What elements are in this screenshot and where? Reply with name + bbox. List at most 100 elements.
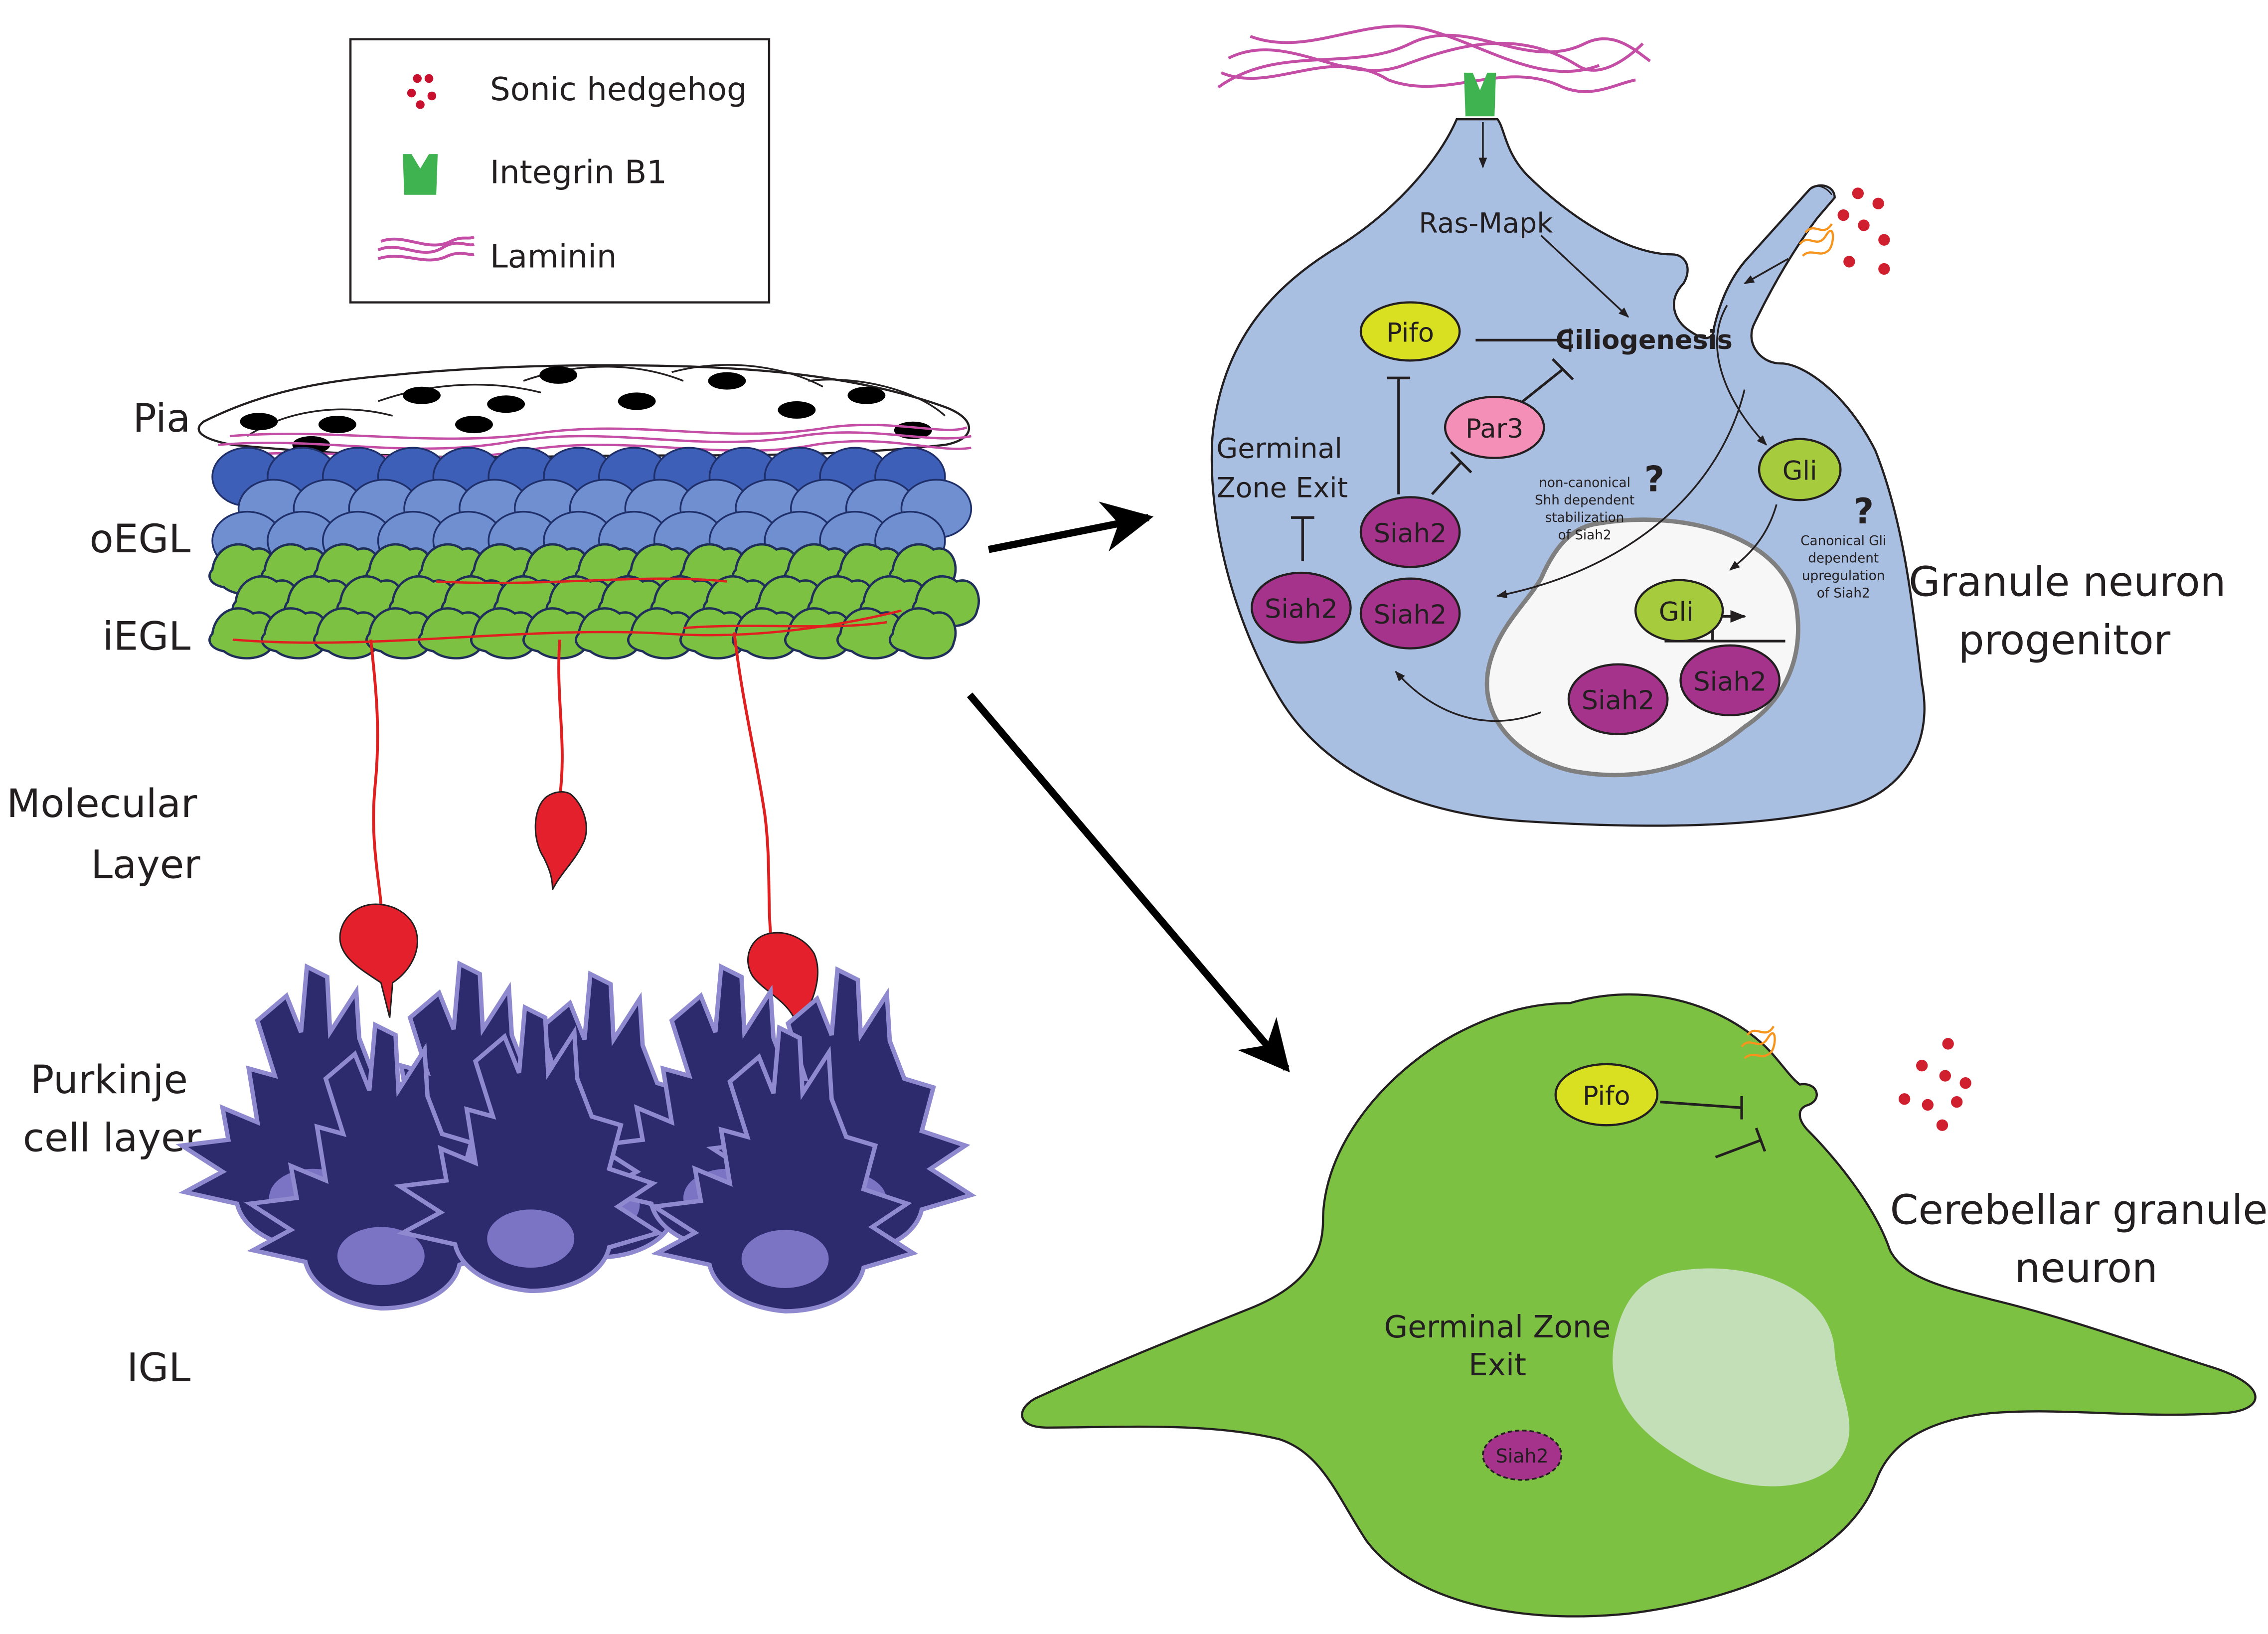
legend-label-sonic-hedgehog: Sonic hedgehog <box>490 71 747 108</box>
arrow-cilium-to-gli <box>1716 305 1768 446</box>
siah2-node <box>1359 496 1461 568</box>
pia-nucleus <box>240 413 278 431</box>
layer-labels: Pia oEGL iEGL Molecular Layer Purkinje c… <box>6 395 201 1390</box>
legend-label-integrin-b1: Integrin B1 <box>490 154 667 191</box>
integrin-receptor-icon <box>403 154 438 195</box>
granule-cell <box>888 607 957 659</box>
pifo-label: Pifo <box>1386 318 1434 348</box>
question-mark-canonical: ? <box>1854 491 1874 532</box>
germinal-zone-exit-label: Germinal Zone <box>1384 1309 1611 1345</box>
label-cell-layer: cell layer <box>23 1115 202 1161</box>
progenitor-laminin <box>1217 24 1651 93</box>
arrow-nucleus-export <box>1395 670 1542 722</box>
siah2-label: Siah2 <box>1265 594 1338 624</box>
par3-label: Par3 <box>1465 414 1523 444</box>
siah2-label: Siah2 <box>1496 1445 1549 1467</box>
sonic-hedgehog-dots-icon <box>1899 1038 1971 1131</box>
granule-soma-2 <box>534 791 587 890</box>
ptch-receptor-icon <box>1798 223 1834 257</box>
arrow-noncanonical-siah2 <box>1496 389 1746 599</box>
siah2-promotes-exit <box>1291 516 1314 561</box>
neuron-title-2: neuron <box>2015 1245 2158 1292</box>
iegl-granule-cells <box>208 543 980 659</box>
germinal-zone-exit-label-2: Exit <box>1468 1347 1526 1383</box>
ras-mapk-label: Ras-Mapk <box>1419 208 1553 240</box>
pia-cell-outlines <box>247 364 946 437</box>
question-mark-noncanonical: ? <box>1644 459 1665 500</box>
siah2-node <box>1359 577 1461 650</box>
siah2-node <box>1567 663 1669 735</box>
granule-axon-3 <box>733 632 772 934</box>
legend: Sonic hedgehog Integrin B1 Laminin <box>349 38 771 304</box>
arrow-to-neuron <box>967 692 1290 1073</box>
siah2-node <box>1251 571 1352 644</box>
granule-soma-1 <box>339 903 418 1018</box>
granule-axon-2 <box>557 639 564 797</box>
arrow-to-progenitor <box>987 501 1154 553</box>
svg-text:dependent: dependent <box>1808 551 1879 566</box>
label-pia: Pia <box>133 395 190 441</box>
progenitor-title: Granule neuron <box>1909 559 2226 606</box>
pia-nucleus <box>455 416 493 434</box>
pifo-label: Pifo <box>1583 1081 1630 1111</box>
label-iegl: iEGL <box>103 614 191 659</box>
siah2-label: Siah2 <box>1374 600 1447 630</box>
siah2-label: Siah2 <box>1693 666 1767 697</box>
germinal-zone-exit-label: Germinal <box>1216 433 1342 465</box>
siah2-node <box>1679 644 1781 717</box>
pia-nucleus <box>318 416 356 434</box>
siah2-node <box>1482 1429 1563 1481</box>
cerebellar-granule-neuron: Pifo Germinal Zone Exit Siah2 Cerebellar… <box>1021 993 2268 1618</box>
ptch-receptor-icon <box>1741 1025 1776 1059</box>
sonic-hedgehog-dots-icon <box>407 74 437 109</box>
pifo-inhibits-cilium <box>1660 1096 1743 1120</box>
noncanonical-note: non-canonical Shh dependent stabilizatio… <box>1535 476 1634 543</box>
gli-node <box>1758 438 1842 501</box>
pifo-inhibits-ciliogenesis <box>1475 328 1572 352</box>
svg-text:of Siah2: of Siah2 <box>1558 528 1612 543</box>
parallel-fibers <box>232 577 902 644</box>
svg-text:upregulation: upregulation <box>1802 569 1885 584</box>
germinal-zone-exit-label-2: Zone Exit <box>1217 472 1348 504</box>
inhibition-mark <box>1715 1128 1767 1158</box>
pifo-node <box>1359 301 1461 362</box>
neuron-nucleus <box>1613 1268 1850 1486</box>
pia-nucleus <box>539 366 578 384</box>
pia-nucleus <box>487 395 525 413</box>
siah2-inhibits-par3 <box>1431 451 1472 495</box>
arrow-gli-to-nucleus <box>1729 504 1778 571</box>
pia-nucleus <box>708 372 746 390</box>
label-layer: Layer <box>91 841 200 887</box>
laminin-fibers-icon <box>377 235 475 262</box>
svg-text:of Siah2: of Siah2 <box>1817 586 1870 601</box>
neuron-title: Cerebellar granule <box>1890 1187 2268 1234</box>
canonical-note: Canonical Gli dependent upregulation of … <box>1800 534 1886 601</box>
granule-neuron-progenitor: Ras-Mapk Ciliogenesis Pifo Par3 Germinal… <box>1210 24 2226 827</box>
pifo-node <box>1554 1063 1659 1127</box>
gli-nuclear-label: Gli <box>1659 597 1694 627</box>
progenitor-title-2: progenitor <box>1958 617 2171 664</box>
granule-axon-1 <box>369 639 383 909</box>
ciliogenesis-label: Ciliogenesis <box>1556 325 1733 355</box>
svg-text:Shh dependent: Shh dependent <box>1535 493 1634 508</box>
label-purkinje: Purkinje <box>30 1057 188 1103</box>
pia-nucleus <box>618 392 656 410</box>
gli-label: Gli <box>1782 456 1817 486</box>
pia-layer <box>197 364 971 459</box>
pia-nucleus <box>847 386 886 404</box>
svg-text:Canonical Gli: Canonical Gli <box>1800 534 1886 549</box>
arrow-cilium-to-cell <box>1744 258 1789 285</box>
purkinje-cells <box>182 964 972 1311</box>
siah2-label: Siah2 <box>1582 685 1655 716</box>
siah2-inhibits-pifo <box>1387 376 1411 494</box>
label-molecular: Molecular <box>6 781 197 826</box>
pia-nucleus <box>403 386 441 404</box>
migrating-granule-neurons <box>339 632 818 1054</box>
par3-inhibits-ciliogenesis <box>1518 358 1574 405</box>
svg-text:non-canonical: non-canonical <box>1539 476 1630 490</box>
label-igl: IGL <box>127 1345 190 1391</box>
svg-text:stabilization: stabilization <box>1545 510 1624 525</box>
legend-label-laminin: Laminin <box>490 238 617 276</box>
integrin-receptor-icon <box>1464 72 1496 117</box>
